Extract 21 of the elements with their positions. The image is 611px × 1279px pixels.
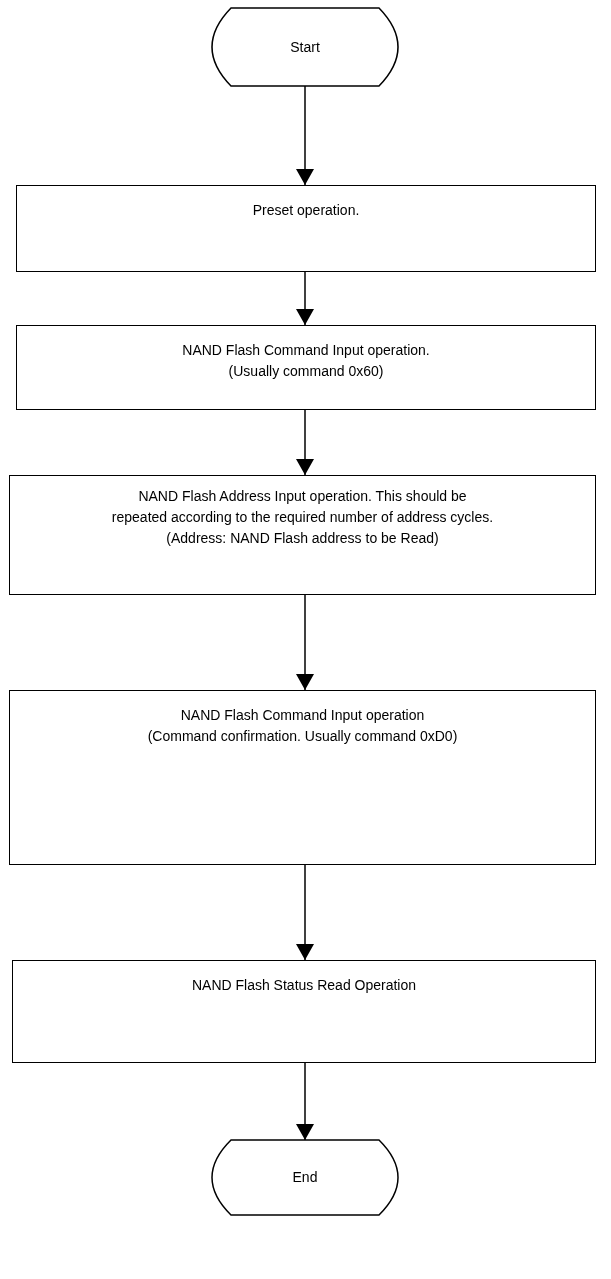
arrow — [296, 1062, 314, 1141]
arrow — [296, 594, 314, 691]
node-text: (Usually command 0x60) — [227, 362, 385, 381]
process-box — [9, 690, 596, 865]
node-text: (Address: NAND Flash address to be Read) — [165, 529, 440, 548]
node-text: NAND Flash Command Input operation. — [181, 341, 431, 360]
arrow — [296, 409, 314, 476]
node-text: End — [292, 1168, 318, 1187]
node-text: NAND Flash Command Input operation — [179, 706, 426, 725]
node-text: (Command confirmation. Usually command 0xD0) — [146, 727, 459, 746]
arrow — [296, 85, 314, 186]
node-text: NAND Flash Status Read Operation — [190, 976, 418, 995]
arrow — [296, 864, 314, 961]
process-box — [9, 475, 596, 595]
arrow — [296, 271, 314, 326]
process-box — [16, 325, 596, 410]
node-text: NAND Flash Address Input operation. This should be repeated according to the required number of address cycles. — [110, 487, 495, 527]
process-box — [16, 185, 596, 272]
node-text: Start — [290, 37, 320, 57]
node-text: Preset operation. — [251, 201, 361, 220]
process-box — [12, 960, 596, 1063]
